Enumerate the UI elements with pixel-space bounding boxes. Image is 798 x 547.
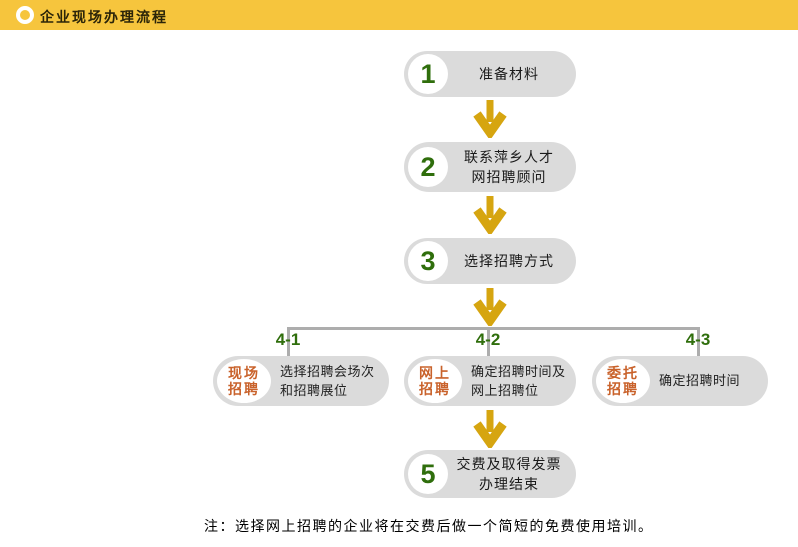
step-2-number: 2	[408, 147, 448, 187]
branch-connector-line	[288, 327, 700, 330]
page-title: 企业现场办理流程	[40, 9, 168, 25]
branch-online-tag: 网上 招聘	[408, 359, 462, 403]
step-5-number: 5	[408, 454, 448, 494]
arrow-down-icon	[473, 196, 507, 234]
step-2-pill: 2 联系萍乡人才 网招聘顾问	[404, 142, 576, 192]
arrow-down-icon	[473, 100, 507, 138]
header-bar: 企业现场办理流程	[0, 0, 798, 30]
branch-onsite-tag: 现场 招聘	[217, 359, 271, 403]
branch-entrust-tag: 委托 招聘	[596, 359, 650, 403]
branch-label-4-3: 4-3	[685, 330, 711, 349]
branch-entrust-desc: 确定招聘时间	[659, 373, 741, 389]
step-5-pill: 5 交费及取得发票 办理结束	[404, 450, 576, 498]
branch-stub-line	[697, 327, 700, 356]
branch-stub-line	[487, 327, 490, 356]
branch-stub-line	[287, 327, 290, 356]
step-3-pill: 3 选择招聘方式	[404, 238, 576, 284]
branch-label-4-1: 4-1	[275, 330, 301, 349]
footnote: 注：选择网上招聘的企业将在交费后做一个简短的免费使用培训。	[204, 518, 654, 534]
ring-icon	[16, 6, 34, 24]
step-3-number: 3	[408, 241, 448, 281]
branch-onsite-desc: 选择招聘会场次 和招聘展位	[280, 363, 375, 399]
arrow-down-icon	[473, 410, 507, 448]
step-2-label: 联系萍乡人才 网招聘顾问	[464, 148, 554, 185]
branch-online-pill: 网上 招聘 确定招聘时间及 网上招聘位	[404, 356, 576, 406]
step-1-label: 准备材料	[479, 65, 539, 82]
arrow-down-icon	[473, 288, 507, 326]
step-1-number: 1	[408, 54, 448, 94]
branch-online-desc: 确定招聘时间及 网上招聘位	[471, 363, 566, 399]
step-3-label: 选择招聘方式	[464, 252, 554, 269]
branch-label-4-2: 4-2	[475, 330, 501, 349]
step-5-label: 交费及取得发票 办理结束	[456, 455, 562, 492]
branch-entrust-pill: 委托 招聘 确定招聘时间	[592, 356, 768, 406]
step-1-pill: 1 准备材料	[404, 51, 576, 97]
branch-onsite-pill: 现场 招聘 选择招聘会场次 和招聘展位	[213, 356, 389, 406]
